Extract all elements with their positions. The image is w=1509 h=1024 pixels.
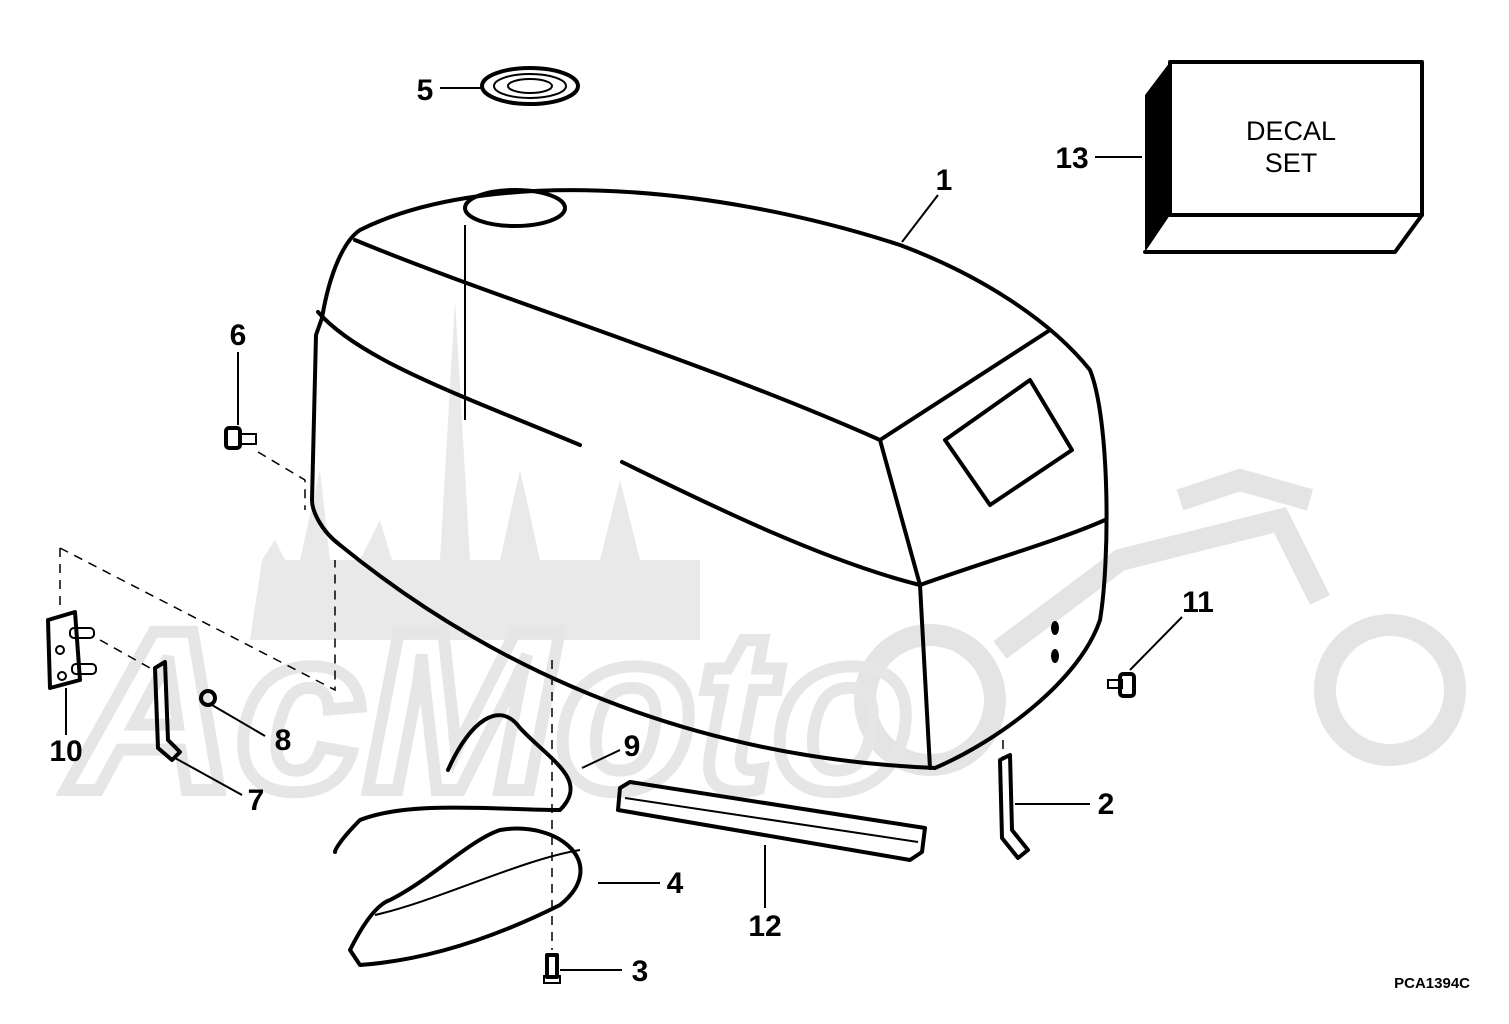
callout-8: 8 xyxy=(275,724,292,757)
callout-6: 6 xyxy=(230,319,247,352)
callout-labels: 5 1 6 13 11 2 9 4 12 3 8 7 10 xyxy=(49,74,1214,988)
watermark-skyline xyxy=(250,300,700,640)
nut-part-8 xyxy=(199,689,217,707)
callout-10: 10 xyxy=(49,735,82,768)
callout-2: 2 xyxy=(1098,788,1115,821)
decal-box-front xyxy=(1168,60,1424,217)
engine-cover xyxy=(310,188,1109,770)
engine-cover-outline xyxy=(310,188,1109,770)
watermark: AcMoto xyxy=(59,300,1466,845)
cover-grommet-hole xyxy=(463,188,567,228)
bracket-part-10 xyxy=(46,610,97,690)
watermark-text: AcMoto xyxy=(65,582,913,839)
callout-12: 12 xyxy=(748,910,781,943)
watermark-motorcycle xyxy=(854,468,1466,776)
cover-crease-side xyxy=(316,310,582,447)
decal-box-line2: SET xyxy=(1265,148,1318,178)
cover-crease-top xyxy=(353,238,1052,442)
emblem-grommet xyxy=(480,66,580,106)
screw-part-6 xyxy=(224,426,257,450)
callout-5: 5 xyxy=(417,74,434,107)
seal-part-9 xyxy=(333,713,573,854)
assembly-line-10 xyxy=(59,547,336,692)
screw-part-3 xyxy=(543,953,561,984)
callout-9: 9 xyxy=(624,730,641,763)
cover-groove xyxy=(620,460,922,587)
callout-3: 3 xyxy=(632,955,649,988)
leader-lines xyxy=(65,87,1183,971)
decal-set-box: DECAL SET xyxy=(1143,60,1424,254)
decal-box-side xyxy=(1145,62,1170,252)
bracket-part-7 xyxy=(153,660,182,762)
assembly-line-6 xyxy=(257,451,306,510)
callout-1: 1 xyxy=(936,164,953,197)
cover-window xyxy=(943,378,1074,507)
callout-13: 13 xyxy=(1055,142,1088,175)
cover-hole-upper xyxy=(1051,621,1059,635)
decal-box-bottom xyxy=(1143,213,1424,254)
decal-box-line1: DECAL xyxy=(1246,116,1336,146)
callout-4: 4 xyxy=(667,867,684,900)
drawing-code: PCA1394C xyxy=(1394,975,1470,992)
lower-pan-part-4 xyxy=(348,826,583,967)
callout-11: 11 xyxy=(1182,586,1214,619)
callout-7: 7 xyxy=(248,784,265,817)
channel-part-12 xyxy=(616,780,927,862)
bracket-part-2 xyxy=(998,753,1030,860)
screw-part-11 xyxy=(1107,672,1136,698)
cover-end-edge xyxy=(918,518,1107,587)
cover-hole-lower xyxy=(1051,649,1059,663)
